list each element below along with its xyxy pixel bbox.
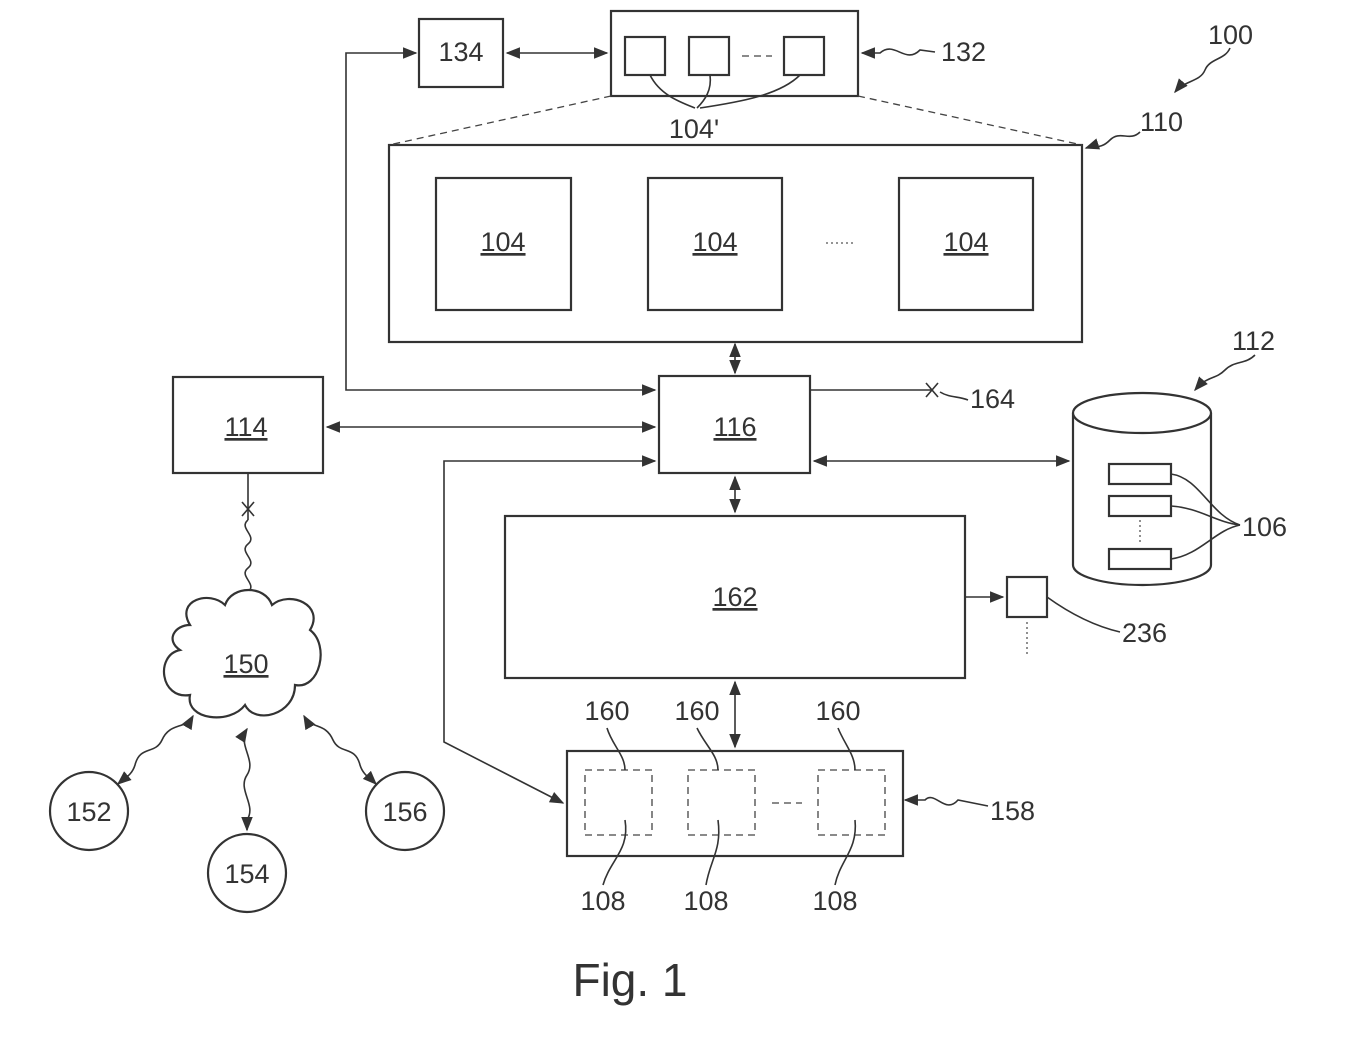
item-108-label-2: 108 xyxy=(683,886,728,916)
ref-164-label: 164 xyxy=(970,384,1015,414)
slot-160-label-3: 160 xyxy=(815,696,860,726)
item-108-label-3: 108 xyxy=(812,886,857,916)
record-106-box-1 xyxy=(1109,464,1171,484)
link-cloud-152 xyxy=(118,716,193,784)
group-label: 110 xyxy=(1140,107,1183,137)
block-114-label: 114 xyxy=(224,412,267,442)
block-132-label: 132 xyxy=(941,37,986,67)
node-154-label: 154 xyxy=(224,859,269,889)
item-108-label-1: 108 xyxy=(580,886,625,916)
link-cloud-154 xyxy=(244,729,250,830)
leader-112 xyxy=(1195,355,1255,390)
link-cloud-156 xyxy=(304,716,376,784)
block-116-label: 116 xyxy=(713,412,756,442)
slot-160-label-1: 160 xyxy=(584,696,629,726)
database-112-top xyxy=(1073,393,1211,433)
leader-100 xyxy=(1175,48,1230,92)
block-158-label: 158 xyxy=(990,796,1035,826)
block-134-label: 134 xyxy=(438,37,483,67)
unit-104-label-1: 104 xyxy=(480,227,525,257)
record-106-label: 106 xyxy=(1242,512,1287,542)
record-106-box-2 xyxy=(1109,496,1171,516)
leader-164 xyxy=(940,392,968,400)
leader-158 xyxy=(905,798,988,806)
record-106-box-3 xyxy=(1109,549,1171,569)
unit-104-label-2: 104 xyxy=(692,227,737,257)
zoom-line-right xyxy=(858,96,1082,145)
leader-110 xyxy=(1086,132,1140,148)
slot-160-label-2: 160 xyxy=(674,696,719,726)
node-152-label: 152 xyxy=(66,797,111,827)
unit-104-prime-label: 104' xyxy=(669,114,719,144)
database-label: 112 xyxy=(1232,326,1275,356)
system-label: 100 xyxy=(1208,20,1253,50)
leader-236 xyxy=(1047,597,1120,632)
leader-132 xyxy=(862,49,935,55)
unit-104-prime-box-3 xyxy=(784,37,824,75)
unit-104-label-3: 104 xyxy=(943,227,988,257)
zoom-line-left xyxy=(389,96,611,145)
block-162-label: 162 xyxy=(712,582,757,612)
node-156-label: 156 xyxy=(382,797,427,827)
figure-caption: Fig. 1 xyxy=(572,954,687,1006)
ref-236-box xyxy=(1007,577,1047,617)
ref-236-label: 236 xyxy=(1122,618,1167,648)
unit-104-prime-box-1 xyxy=(625,37,665,75)
block-158-box xyxy=(567,751,903,856)
cloud-label: 150 xyxy=(223,649,268,679)
unit-104-prime-box-2 xyxy=(689,37,729,75)
